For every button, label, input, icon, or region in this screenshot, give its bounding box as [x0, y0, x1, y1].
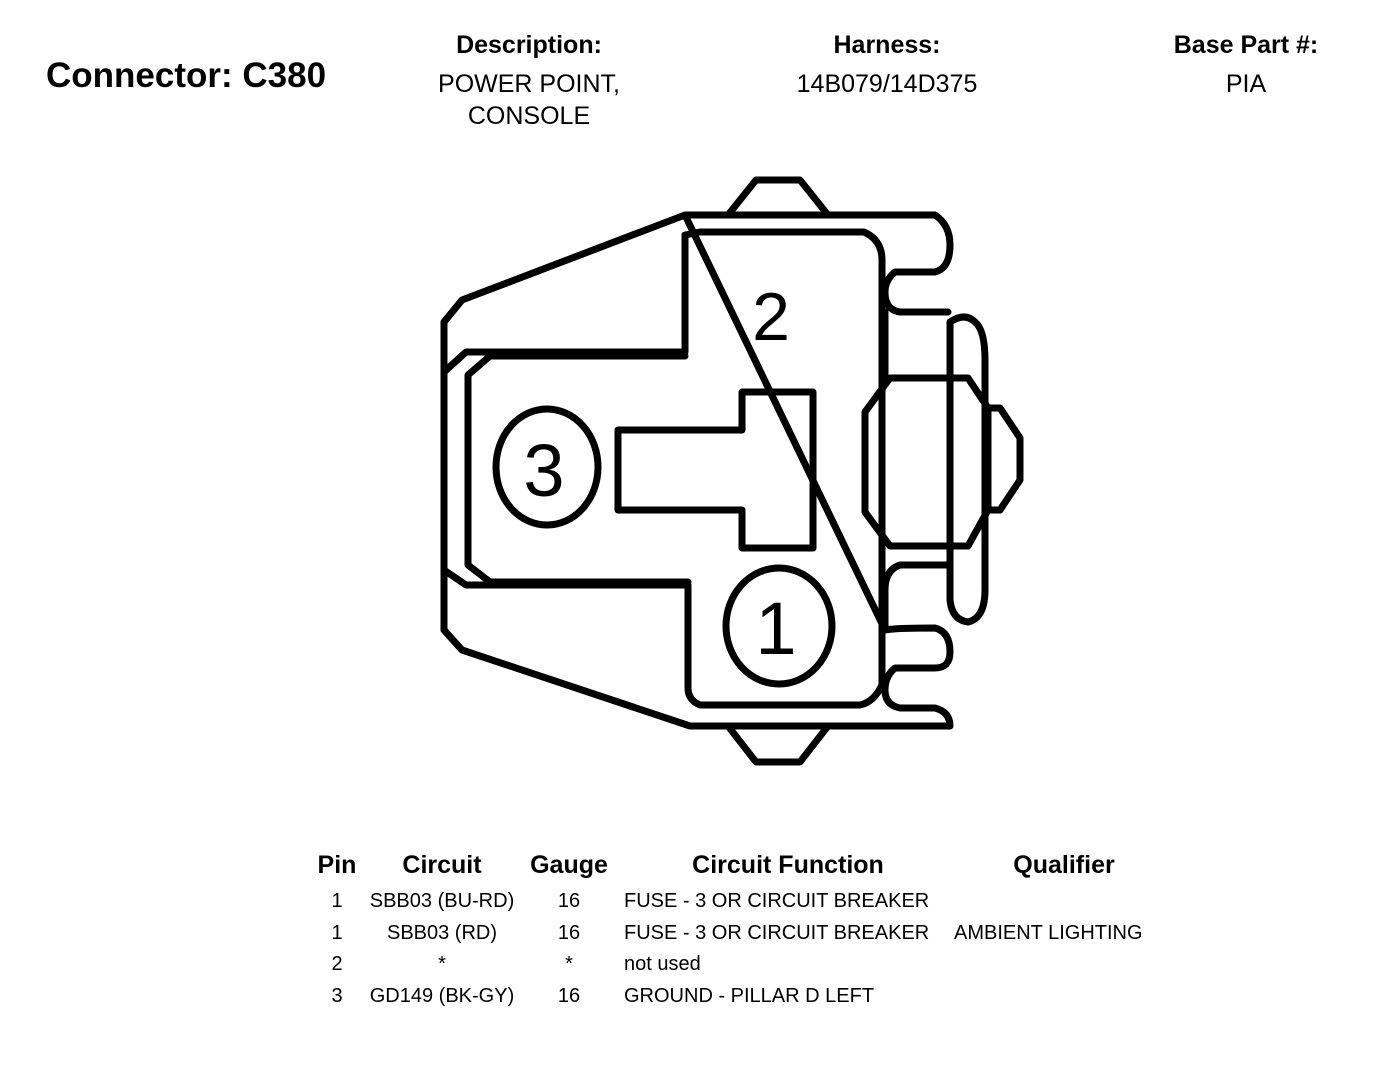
table-row: 1 SBB03 (BU-RD) 16 FUSE - 3 OR CIRCUIT B… — [306, 886, 1174, 918]
description-label: Description: — [456, 31, 602, 59]
pin-table-header-row: Pin Circuit Gauge Circuit Function Quali… — [306, 847, 1174, 886]
side-lock-nub — [981, 404, 1024, 514]
cell-pin: 1 — [331, 921, 343, 944]
terminal-t-slot — [614, 388, 817, 552]
pin-3-circle — [492, 405, 602, 529]
header-qualifier: Qualifier — [1013, 851, 1115, 879]
top-latch-tab — [724, 176, 832, 219]
description-block: Description: POWER POINT, CONSOLE — [398, 30, 660, 132]
bottom-latch-tab — [724, 722, 832, 766]
header-pin: Pin — [317, 851, 357, 879]
table-row: 1 SBB03 (RD) 16 FUSE - 3 OR CIRCUIT BREA… — [306, 918, 1174, 950]
cell-function: FUSE - 3 OR CIRCUIT BREAKER — [624, 890, 930, 913]
connector-title: Connector: C380 — [46, 56, 327, 95]
pin-1-circle — [722, 564, 836, 688]
pin-1-label: 1 — [755, 587, 796, 670]
cell-pin: 2 — [331, 953, 343, 976]
side-lock-rail — [946, 313, 989, 626]
cell-circuit: * — [438, 953, 446, 976]
harness-block: Harness: 14B079/14D375 — [756, 30, 1018, 100]
pin-3-label: 3 — [523, 429, 564, 512]
cell-pin: 3 — [331, 985, 343, 1008]
cell-qualifier — [954, 949, 1174, 981]
header-circuit-function: Circuit Function — [692, 851, 884, 879]
cell-pin: 1 — [331, 890, 343, 913]
table-row: 2 * * not used — [306, 949, 1174, 981]
harness-label: Harness: — [833, 31, 941, 59]
pin-table: Pin Circuit Gauge Circuit Function Quali… — [306, 847, 1174, 1012]
connector-housing-outline — [440, 211, 954, 730]
cell-circuit: GD149 (BK-GY) — [369, 985, 515, 1008]
description-value-line1: POWER POINT, — [438, 70, 620, 98]
pin-cavity — [464, 352, 692, 586]
cell-qualifier — [954, 981, 1174, 1013]
cell-function: FUSE - 3 OR CIRCUIT BREAKER — [624, 921, 930, 944]
header-gauge: Gauge — [530, 851, 608, 879]
cell-circuit: SBB03 (BU-RD) — [369, 890, 515, 913]
cell-circuit: SBB03 (RD) — [386, 921, 498, 944]
base-part-block: Base Part #: PIA — [1115, 30, 1376, 100]
header-circuit: Circuit — [402, 851, 482, 879]
base-part-value: PIA — [1225, 70, 1267, 98]
base-part-label: Base Part #: — [1173, 31, 1319, 59]
description-value-line2: CONSOLE — [467, 102, 591, 130]
cell-function: GROUND - PILLAR D LEFT — [624, 985, 875, 1008]
housing-inner-rail — [440, 228, 886, 709]
pin-2-label: 2 — [752, 279, 790, 355]
cell-qualifier: AMBIENT LIGHTING — [954, 921, 1143, 944]
cell-gauge: 16 — [557, 890, 581, 913]
cell-gauge: 16 — [557, 921, 581, 944]
cell-function: not used — [624, 953, 701, 976]
harness-value: 14B079/14D375 — [796, 70, 978, 98]
cell-gauge: * — [565, 953, 573, 976]
cell-gauge: 16 — [557, 985, 581, 1008]
cell-qualifier — [954, 886, 1174, 918]
table-row: 3 GD149 (BK-GY) 16 GROUND - PILLAR D LEF… — [306, 981, 1174, 1013]
